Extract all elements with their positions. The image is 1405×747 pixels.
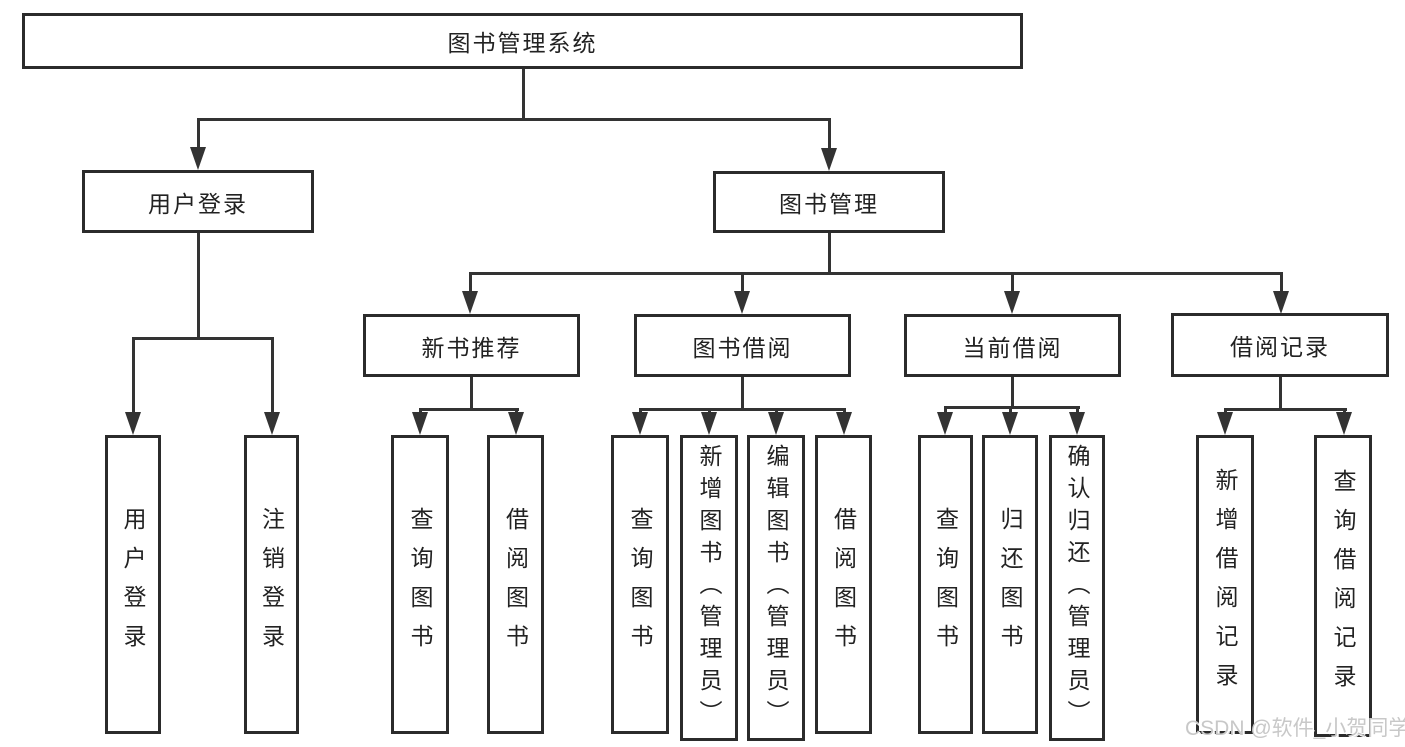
connector-new-books-rail — [418, 408, 519, 411]
csdn-watermark: CSDN @软件_小贺同学 — [1185, 717, 1405, 740]
node-borrow-records: 借阅记录 — [1171, 313, 1389, 377]
leaf-cb-query-books: 查询图书 — [918, 435, 973, 734]
leaf-nb-query-books-label: 查询图书 — [407, 506, 433, 663]
connector-drop-nb-borrow — [514, 408, 518, 415]
arrow-down-icon — [937, 412, 953, 435]
connector-drop-cb-query — [943, 406, 947, 415]
connector-drop-br-query — [1342, 408, 1346, 415]
leaf-bb-edit-book-admin-label: 编辑图书（管理员） — [763, 444, 789, 732]
connector-book-mgmt-rail — [468, 272, 1283, 275]
connector-drop-borrow-records — [1279, 272, 1283, 293]
node-root-label: 图书管理系统 — [447, 30, 598, 56]
arrow-down-icon — [462, 291, 478, 314]
connector-drop-book-mgmt — [827, 118, 831, 149]
connector-drop-bb-borrow — [842, 408, 846, 415]
arrow-down-icon — [1004, 291, 1020, 314]
leaf-cb-confirm-return-admin: 确认归还（管理员） — [1049, 435, 1105, 741]
leaf-nb-borrow-books-label: 借阅图书 — [502, 506, 529, 663]
arrow-down-icon — [1217, 412, 1233, 435]
connector-drop-bb-query — [638, 408, 642, 415]
leaf-br-query-record: 查询借阅记录 — [1314, 435, 1372, 737]
connector-drop-current-borrow — [1010, 272, 1014, 293]
node-root: 图书管理系统 — [22, 13, 1023, 69]
leaf-logout-label: 注销登录 — [258, 506, 285, 663]
leaf-cb-return-books-label: 归还图书 — [997, 506, 1023, 663]
arrow-down-icon — [1069, 412, 1085, 435]
connector-book-mgmt-stem — [827, 233, 831, 272]
arrow-down-icon — [1273, 291, 1289, 314]
connector-drop-user-login — [196, 118, 200, 149]
node-book-borrow-label: 图书借阅 — [692, 334, 793, 361]
arrow-down-icon — [412, 412, 428, 435]
arrow-down-icon — [1002, 412, 1018, 435]
node-book-management-label: 图书管理 — [779, 191, 879, 217]
connector-borrow-records-rail — [1223, 408, 1347, 411]
arrow-down-icon — [508, 412, 524, 435]
connector-drop-new-books — [468, 272, 472, 293]
leaf-bb-query-books: 查询图书 — [611, 435, 669, 734]
connector-drop-nb-query — [418, 408, 422, 415]
leaf-nb-borrow-books: 借阅图书 — [487, 435, 544, 734]
node-user-login-label: 用户登录 — [148, 190, 248, 217]
connector-book-borrow-rail — [638, 408, 846, 411]
node-book-borrow: 图书借阅 — [634, 314, 851, 377]
node-new-book-recommend: 新书推荐 — [363, 314, 580, 377]
connector-drop-cb-confirm — [1075, 406, 1079, 415]
node-current-borrow: 当前借阅 — [904, 314, 1121, 377]
connector-borrow-records-stem — [1278, 377, 1282, 408]
connector-user-login-stem — [196, 233, 200, 337]
connector-current-borrow-stem — [1010, 377, 1014, 406]
node-new-book-recommend-label: 新书推荐 — [421, 334, 522, 361]
arrow-down-icon — [1336, 412, 1352, 435]
arrow-down-icon — [768, 412, 784, 435]
connector-current-borrow-rail — [943, 406, 1080, 409]
connector-user-login-rail — [131, 337, 274, 340]
arrow-down-icon — [836, 412, 852, 435]
leaf-br-add-record-label: 新增借阅记录 — [1212, 467, 1238, 702]
leaf-bb-borrow-books: 借阅图书 — [815, 435, 872, 734]
arrow-down-icon — [821, 148, 837, 171]
arrow-down-icon — [734, 291, 750, 314]
leaf-bb-add-book-admin-label: 新增图书（管理员） — [696, 444, 722, 732]
leaf-bb-edit-book-admin: 编辑图书（管理员） — [747, 435, 805, 741]
node-book-management: 图书管理 — [713, 171, 945, 233]
node-borrow-records-label: 借阅记录 — [1230, 334, 1330, 360]
arrow-down-icon — [125, 412, 141, 435]
connector-root-stem — [521, 69, 525, 118]
leaf-cb-return-books: 归还图书 — [982, 435, 1038, 734]
arrow-down-icon — [190, 147, 206, 170]
connector-drop-leaf-login — [131, 337, 135, 414]
connector-drop-bb-edit — [774, 408, 778, 415]
connector-drop-bb-add — [707, 408, 711, 415]
leaf-bb-query-books-label: 查询图书 — [627, 506, 653, 663]
arrow-down-icon — [264, 412, 280, 435]
leaf-bb-add-book-admin: 新增图书（管理员） — [680, 435, 738, 741]
leaf-user-login-label: 用户登录 — [120, 506, 146, 663]
node-user-login: 用户登录 — [82, 170, 314, 233]
connector-drop-cb-return — [1008, 406, 1012, 415]
leaf-cb-query-books-label: 查询图书 — [932, 506, 959, 663]
arrow-down-icon — [632, 412, 648, 435]
connector-drop-book-borrow — [740, 272, 744, 293]
connector-root-rail — [196, 118, 831, 121]
connector-drop-br-add — [1223, 408, 1227, 415]
leaf-br-query-record-label: 查询借阅记录 — [1330, 469, 1356, 703]
leaf-cb-confirm-return-admin-label: 确认归还（管理员） — [1064, 444, 1090, 732]
leaf-bb-borrow-books-label: 借阅图书 — [830, 506, 857, 663]
leaf-br-add-record: 新增借阅记录 — [1196, 435, 1254, 734]
node-current-borrow-label: 当前借阅 — [962, 334, 1063, 361]
connector-new-books-stem — [470, 377, 473, 408]
leaf-user-login: 用户登录 — [105, 435, 161, 734]
connector-book-borrow-stem — [740, 377, 744, 408]
leaf-nb-query-books: 查询图书 — [391, 435, 449, 734]
leaf-logout: 注销登录 — [244, 435, 299, 734]
arrow-down-icon — [701, 412, 717, 435]
connector-drop-leaf-logout — [270, 337, 274, 414]
